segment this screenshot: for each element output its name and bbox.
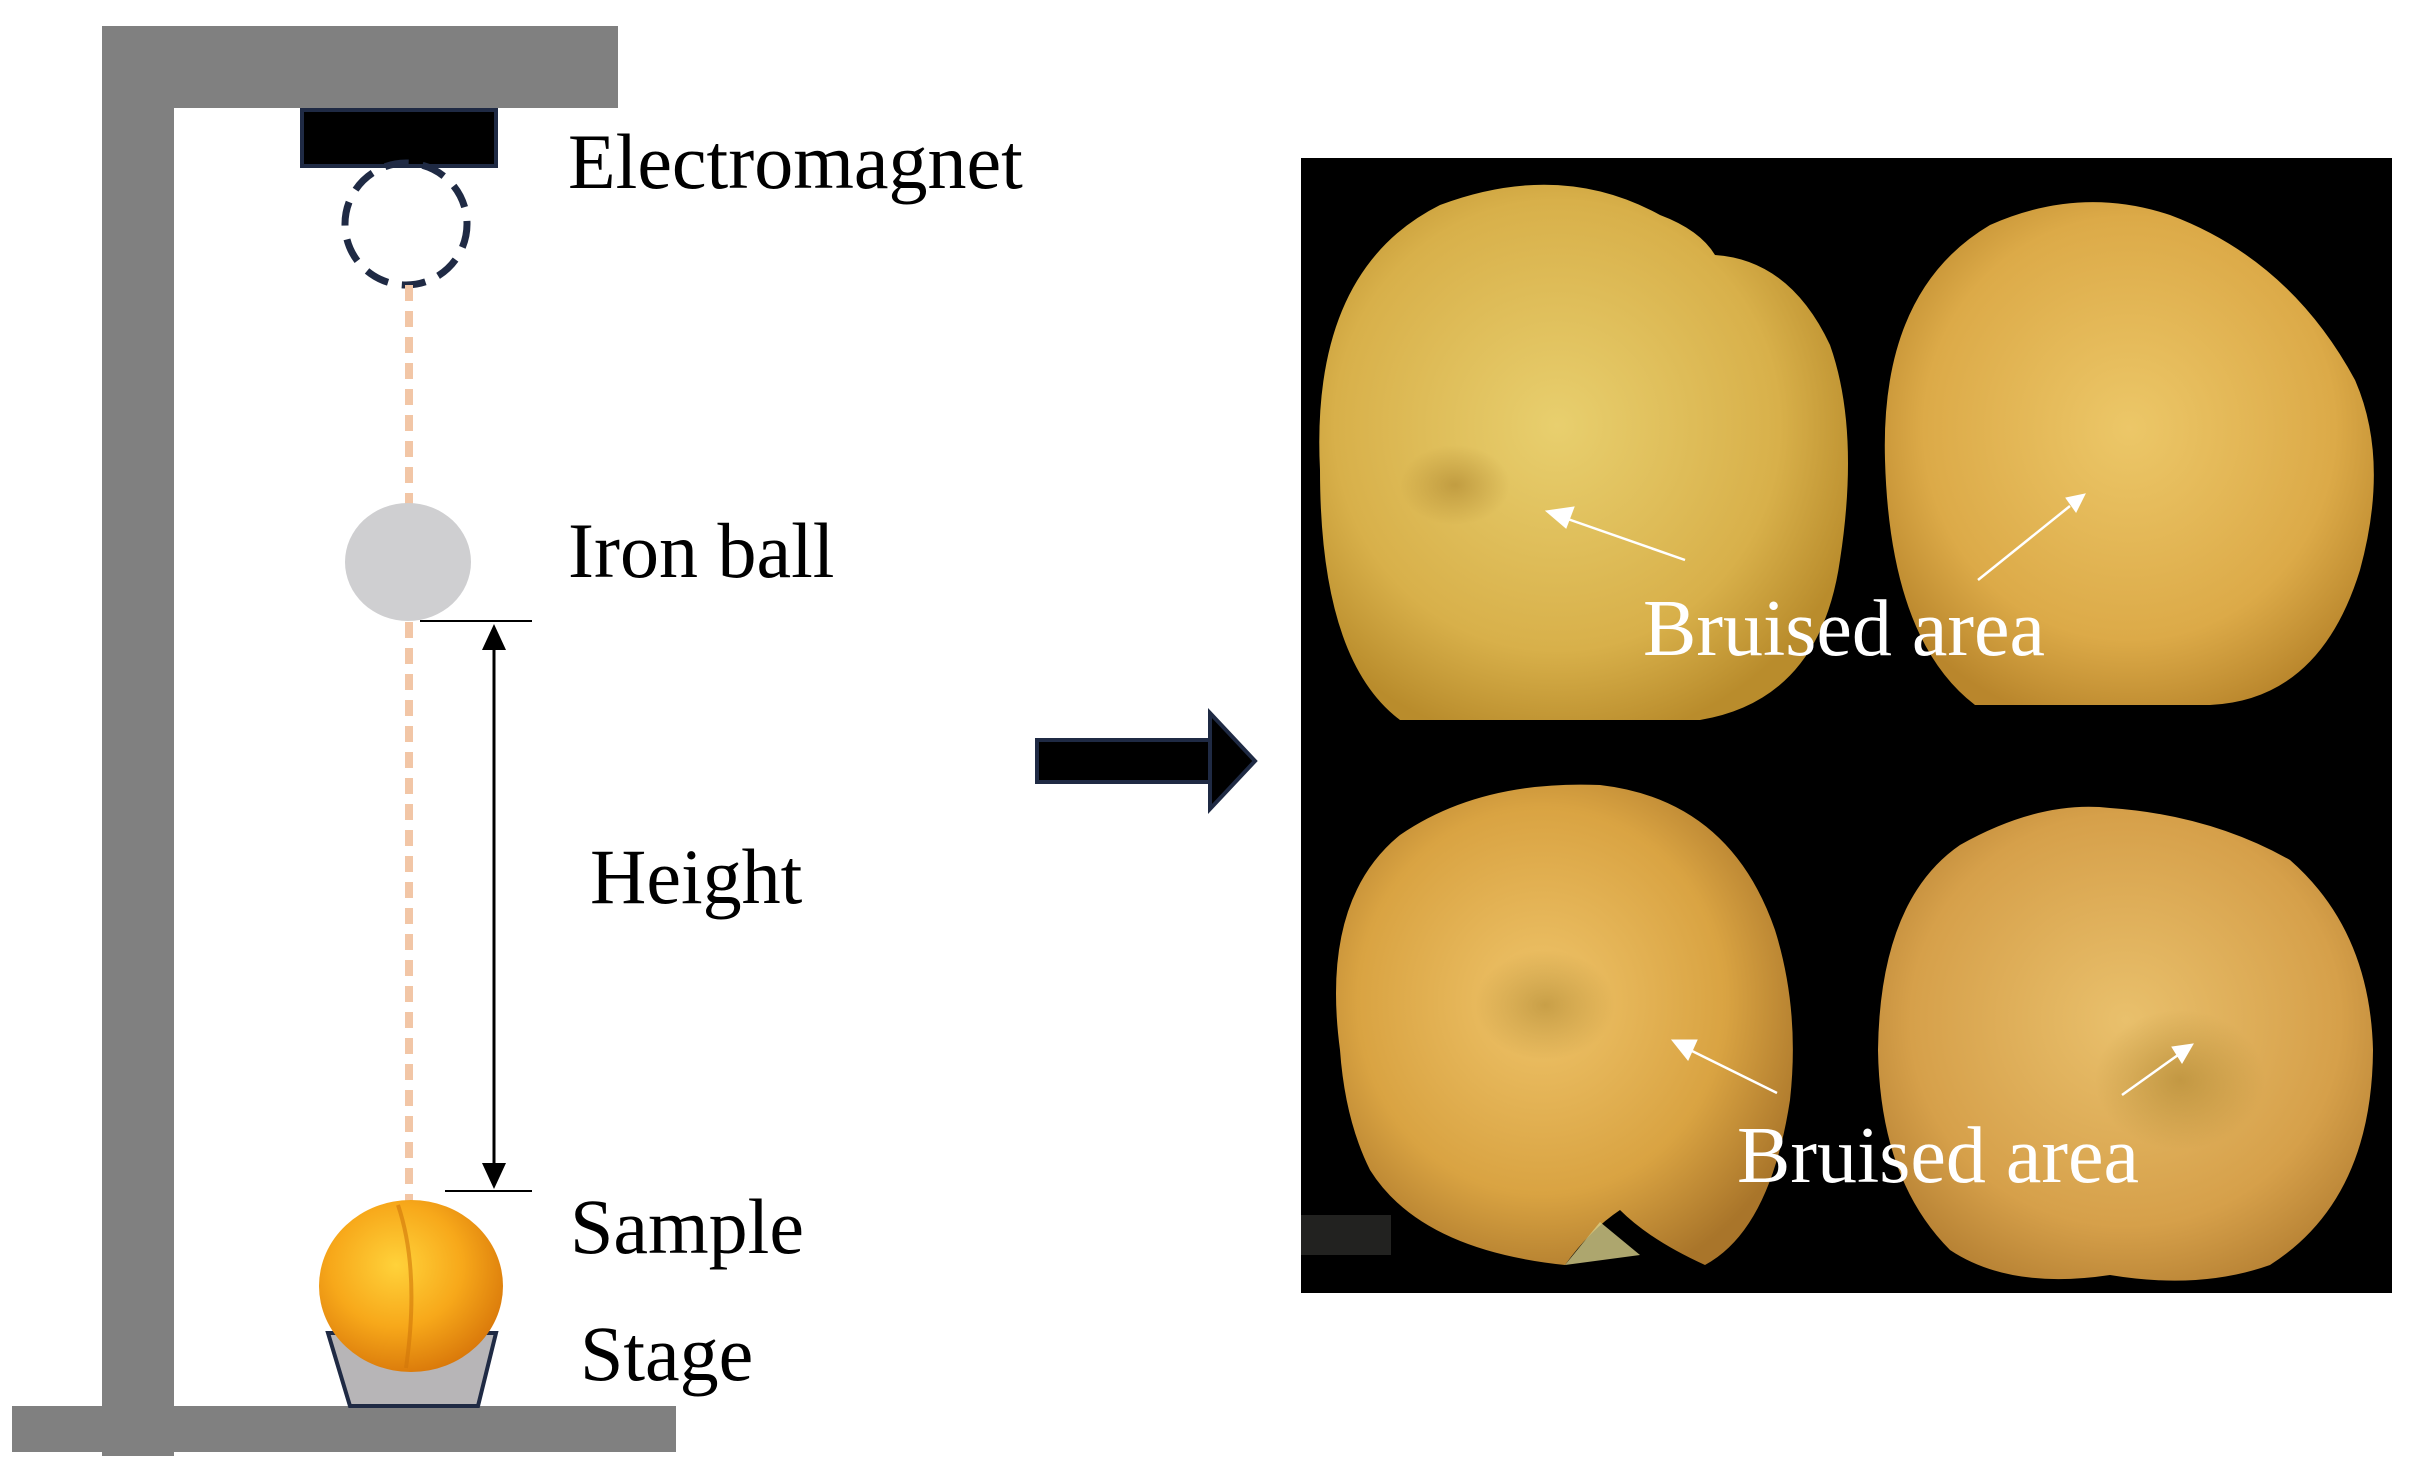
- bruise-arrow-bottom-right: [2121, 1043, 2194, 1097]
- stage-label: Stage: [580, 1310, 753, 1397]
- electromagnet-block: [300, 108, 498, 168]
- bruised-area-label-top: Bruised area: [1643, 585, 2045, 673]
- fruit-bottom-right: [1878, 806, 2373, 1281]
- bruised-samples-photo: Bruised area Bruised area: [1301, 158, 2392, 1293]
- iron-ball: [345, 503, 471, 621]
- frame-vertical-post: [102, 26, 174, 1456]
- height-dimension: [420, 620, 532, 1192]
- bruise-arrow-top-left: [1544, 506, 1686, 562]
- electromagnet-label: Electromagnet: [568, 118, 1023, 205]
- height-arrow-head-bottom: [482, 1163, 506, 1189]
- fruit-top-right: [1884, 202, 2374, 705]
- drop-tester-frame: [12, 26, 676, 1456]
- iron-ball-label: Iron ball: [568, 507, 834, 594]
- ball-start-position-outline: [341, 159, 471, 289]
- peach-sample: [319, 1200, 503, 1372]
- bruised-area-label-bottom: Bruised area: [1737, 1112, 2139, 1200]
- fruit-top-left: [1319, 184, 1848, 720]
- height-label: Height: [590, 833, 803, 920]
- frame-base: [12, 1406, 676, 1452]
- bruise-arrow-bottom-left: [1670, 1039, 1778, 1095]
- frame-top-beam: [102, 26, 618, 108]
- right-arrow-icon: [1035, 707, 1258, 815]
- sample-label: Sample: [570, 1183, 804, 1270]
- bruise-arrow-top-right: [1977, 493, 2086, 581]
- fruit-bottom-left: [1301, 784, 1793, 1265]
- height-arrow-head-top: [482, 624, 506, 650]
